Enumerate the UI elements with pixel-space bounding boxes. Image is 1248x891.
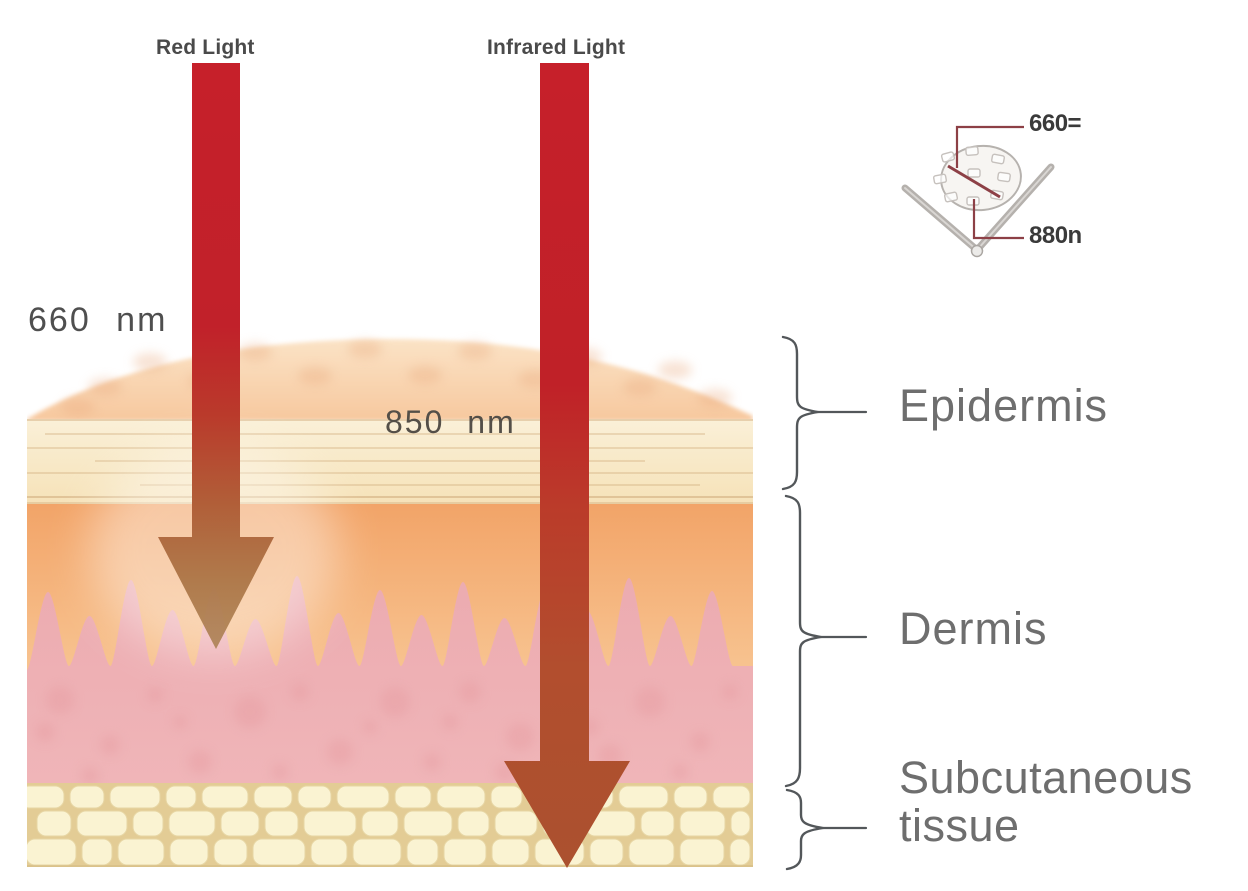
device-arm-right-highlight [976,166,1052,251]
epidermis-label: Epidermis [899,380,1109,431]
led-device-icon [901,125,1055,258]
red-light-arrow [158,63,274,649]
infrared-light-label: Infrared Light [487,36,626,59]
device-arm-left-highlight [904,187,978,251]
device-880-label: 880n [1029,222,1082,249]
red-wavelength-label: 660 nm [28,301,168,339]
layer-braces [781,335,868,871]
subcutaneous-label-line2: tissue [899,799,1020,851]
epidermis-brace [781,335,820,491]
dermis-label: Dermis [899,603,1048,654]
device-hinge [970,244,984,258]
callout-line-660 [955,125,1024,168]
dermis-brace [784,494,823,788]
subcutaneous-label-line1: Subcutaneous [899,752,1193,803]
panel-diagonal-line [947,164,1001,199]
device-660-label: 660= [1029,110,1082,137]
subcutaneous-label: Subcutaneous tissue [899,754,1193,849]
subcutaneous-brace [785,788,825,871]
infrared-wavelength-label: 850 nm [385,404,516,440]
infrared-light-arrow [504,63,630,868]
callout-line-880 [972,199,1024,240]
red-light-label: Red Light [156,36,255,59]
led-chips [933,145,1011,206]
